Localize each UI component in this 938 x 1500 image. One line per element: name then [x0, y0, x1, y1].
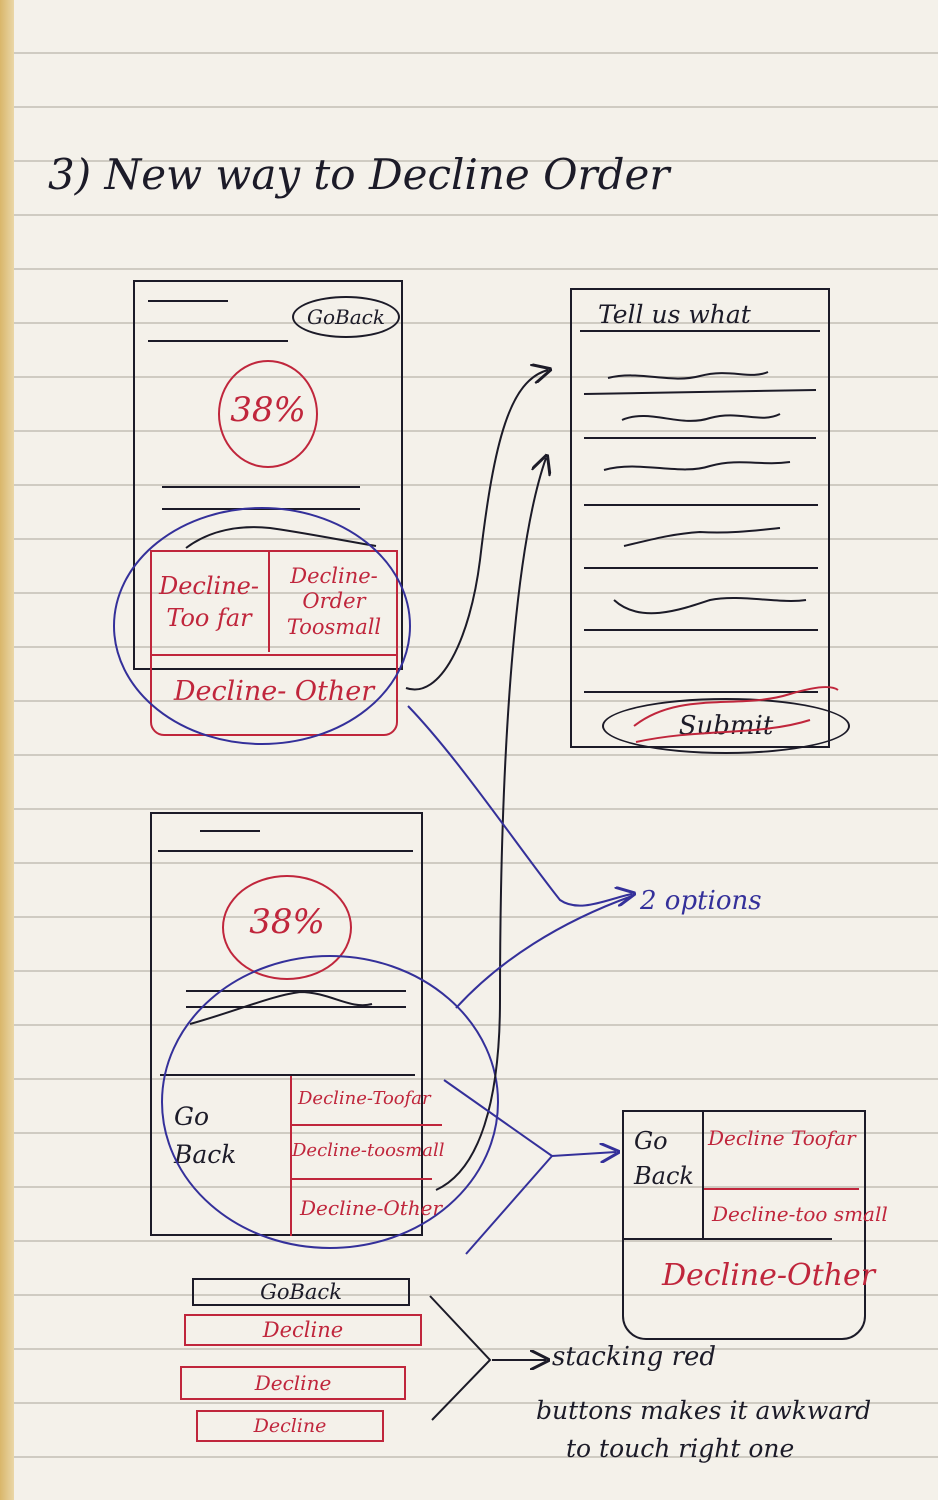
sketch1-decline-too-small-button[interactable]: Decline- Order Toosmall [286, 564, 382, 639]
arrow-sketch3-to-options [455, 895, 633, 1009]
sketch3-button-divider-1 [292, 1124, 442, 1126]
sketch3-decline-too-small-button[interactable]: Decline-toosmall [292, 1140, 445, 1161]
notebook-binding [0, 0, 14, 1500]
sketch3-percent-label: 38% [249, 902, 325, 942]
sketch4-decline-other-button[interactable]: Decline-Other [662, 1258, 876, 1293]
sketch4-decline-too-far-button[interactable]: Decline Toofar [708, 1126, 856, 1150]
sketch1-header-line-2 [148, 340, 288, 342]
arrow-to-combined-sketch-lower [465, 1155, 553, 1255]
sketch2-submit-button[interactable]: Submit [602, 698, 850, 754]
sketch1-decline-other-button[interactable]: Decline- Other [150, 654, 398, 726]
sketch3-decline-too-far-button[interactable]: Decline-Toofar [298, 1088, 431, 1109]
sketch2-title-underline [580, 330, 820, 332]
sketch4-button-divider [704, 1188, 859, 1190]
sketch1-percent-label: 38% [230, 390, 306, 430]
sketch4-decline-too-small-button[interactable]: Decline-too small [712, 1202, 888, 1226]
sketch4-go-back-button[interactable]: Go Back [634, 1127, 694, 1190]
sketch3-decline-other-button[interactable]: Decline-Other [300, 1196, 443, 1220]
sketch3-go-back-button[interactable]: Go Back [174, 1102, 237, 1169]
sketch1-text-line-2 [162, 508, 360, 510]
stack-go-back-button[interactable]: GoBack [192, 1278, 410, 1306]
stack-decline-button-2[interactable]: Decline [180, 1366, 406, 1400]
note-two-options: 2 options [640, 886, 762, 916]
note-stacking-line-3: to touch right one [566, 1434, 795, 1463]
sketch3-header-line-1 [200, 830, 260, 832]
sketch4-vertical-divider [702, 1112, 704, 1238]
arrow-to-combined-sketch [443, 1079, 616, 1156]
sketch-combined-buttons [622, 1110, 866, 1340]
arrow-decline-other-to-tell-us [405, 370, 548, 691]
arrow-sketch3-to-tell-us [435, 458, 546, 1191]
sketch1-decline-too-far-button[interactable]: Decline- Too far [150, 552, 270, 652]
sketch1-percent-circle [218, 360, 318, 468]
sketch3-header-line-2 [158, 850, 413, 852]
stack-decline-button-1[interactable]: Decline [184, 1314, 422, 1346]
note-stacking-line-1: stacking red [552, 1342, 717, 1372]
sketch-tell-us-screen [570, 288, 830, 748]
sketch4-row-divider [624, 1238, 832, 1240]
stack-decline-button-3[interactable]: Decline [196, 1410, 384, 1442]
sketch1-text-line-1 [162, 486, 360, 488]
sketch3-text-line-2 [186, 1006, 406, 1008]
sketch3-button-divider-2 [292, 1178, 432, 1180]
page-title: 3) New way to Decline Order [48, 150, 670, 199]
stack-bracket [429, 1295, 492, 1421]
sketch1-header-line-1 [148, 300, 228, 302]
sketch1-go-back-button[interactable]: GoBack [292, 296, 400, 338]
note-stacking-line-2: buttons makes it awkward [536, 1396, 872, 1425]
sketch3-text-line-1 [186, 990, 406, 992]
sketch2-title: Tell us what [598, 300, 751, 329]
